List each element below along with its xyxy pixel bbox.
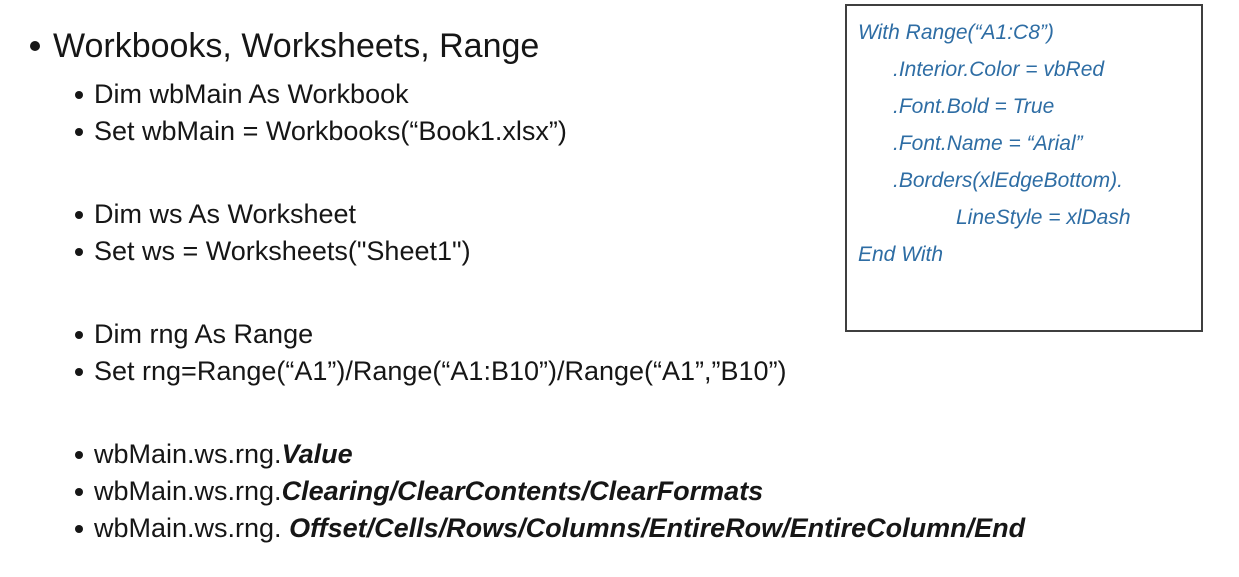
code-line: .Borders(xlEdgeBottom). [893,169,1123,192]
list-item: Dim ws As Worksheet [75,196,1239,233]
code-line: .Interior.Color = vbRed [893,58,1105,81]
list-item-text: Set rng=Range(“A1”)/Range(“A1:B10”)/Rang… [94,356,787,386]
bullet-icon [75,487,83,496]
code-line: .Font.Bold = True [893,95,1055,118]
bullet-group-workbook: Dim wbMain As Workbook Set wbMain = Work… [75,76,1239,150]
list-item-text: Dim rng As Range [94,319,314,349]
list-item-text: Dim ws As Worksheet [94,199,357,229]
bullet-icon [75,127,83,136]
bullet-group-members: wbMain.ws.rng.Value wbMain.ws.rng.Cleari… [75,436,1239,547]
list-item-text: wbMain.ws.rng.Clearing/ClearContents/Cle… [94,473,763,510]
list-item-text: Set wbMain = Workbooks(“Book1.xlsx”) [94,116,567,146]
bullet-group-range: Dim rng As Range Set rng=Range(“A1”)/Ran… [75,316,1239,390]
list-item: wbMain.ws.rng. Offset/Cells/Rows/Columns… [75,510,1239,547]
list-item: wbMain.ws.rng.Clearing/ClearContents/Cle… [75,473,1239,510]
bullet-list: Dim wbMain As Workbook Set wbMain = Work… [75,76,1239,547]
list-item-emphasis: Value [281,439,353,469]
list-item: Set ws = Worksheets("Sheet1") [75,233,1239,270]
code-line: .Font.Name = “Arial” [893,132,1083,155]
list-item: Dim rng As Range [75,316,1239,353]
code-line: End With [858,243,944,266]
list-item-emphasis: Clearing/ClearContents/ClearFormats [281,476,764,506]
list-item-emphasis: Offset/Cells/Rows/Columns/EntireRow/Enti… [289,513,1026,543]
bullet-icon [75,450,83,459]
bullet-group-worksheet: Dim ws As Worksheet Set ws = Worksheets(… [75,196,1239,270]
bullet-icon [75,247,83,256]
list-item-prefix: wbMain.ws.rng. [94,476,282,506]
bullet-icon [75,524,83,533]
code-box: With Range(“A1:C8”) .Interior.Color = vb… [845,4,1203,332]
bullet-icon [75,90,83,99]
list-item-text: wbMain.ws.rng.Value [94,436,353,473]
list-item-prefix: wbMain.ws.rng. [94,513,290,543]
page-title: Workbooks, Worksheets, Range [53,26,540,65]
list-item: Set rng=Range(“A1”)/Range(“A1:B10”)/Rang… [75,353,1239,390]
slide-title-row: Workbooks, Worksheets, Range [30,24,1239,68]
slide-content: Workbooks, Worksheets, Range Dim wbMain … [30,24,1239,547]
list-item-text: Set ws = Worksheets("Sheet1") [94,236,471,266]
list-item: Set wbMain = Workbooks(“Book1.xlsx”) [75,113,1239,150]
code-line: With Range(“A1:C8”) [858,21,1054,44]
bullet-icon [75,367,83,376]
bullet-icon [75,330,83,339]
bullet-icon [75,210,83,219]
list-item-prefix: wbMain.ws.rng. [94,439,282,469]
list-item: Dim wbMain As Workbook [75,76,1239,113]
bullet-icon [30,41,40,51]
list-item-text: Dim wbMain As Workbook [94,79,409,109]
list-item: wbMain.ws.rng.Value [75,436,1239,473]
list-item-text: wbMain.ws.rng. Offset/Cells/Rows/Columns… [94,510,1025,547]
code-line: LineStyle = xlDash [956,206,1131,229]
